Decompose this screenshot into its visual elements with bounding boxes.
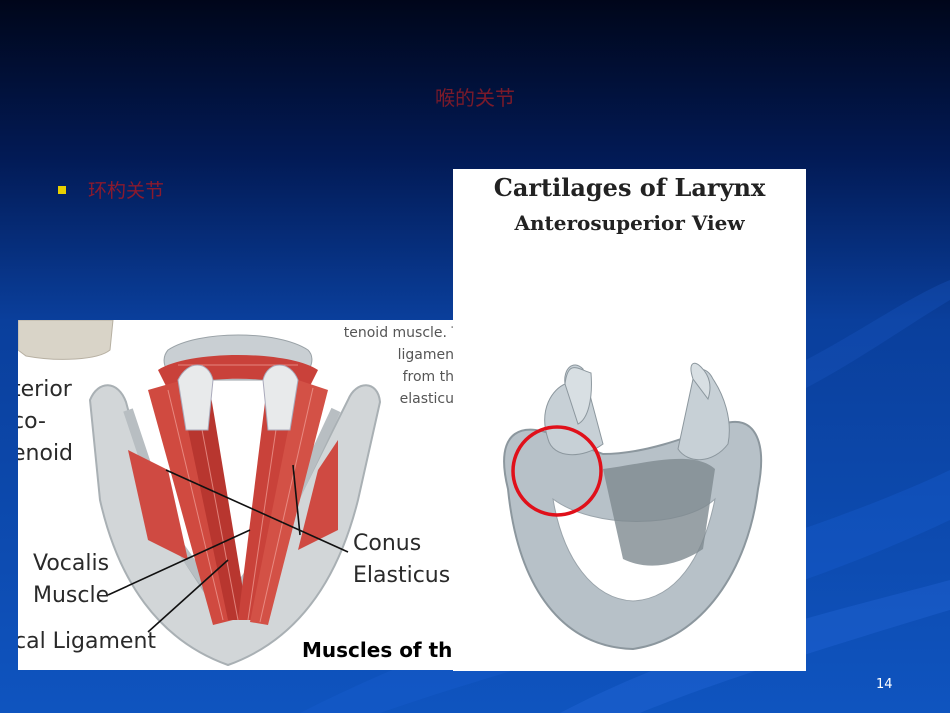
- label-vocalis-2: Muscle: [33, 583, 110, 608]
- label-note-4: elasticu: [399, 391, 454, 407]
- label-caption: Muscles of the: [302, 638, 454, 662]
- larynx-muscles-image: terior co- enoid Vocalis Muscle Conus El…: [18, 320, 454, 670]
- label-note-2: ligamen: [397, 347, 454, 363]
- cartilage-subtitle: Anterosuperior View: [514, 211, 745, 235]
- larynx-muscles-drawing: [18, 320, 382, 667]
- cartilage-drawing: [503, 362, 763, 651]
- label-posterior-2: co-: [18, 409, 46, 434]
- label-vocal-ligament: cal Ligament: [18, 629, 157, 654]
- slide-title: 喉的关节: [435, 86, 515, 110]
- label-conus-1: Conus: [353, 531, 422, 556]
- label-note-1: tenoid muscle. T: [343, 325, 454, 341]
- label-vocalis-1: Vocalis: [33, 551, 110, 576]
- label-conus-2: Elasticus: [353, 563, 451, 588]
- bullet-square-icon: [58, 185, 66, 194]
- larynx-cartilages-image: Cartilages of Larynx Anterosuperior View: [453, 169, 806, 671]
- label-posterior-1: terior: [18, 377, 72, 402]
- bullet-item: 环杓关节: [58, 176, 164, 203]
- page-number: 14: [876, 677, 893, 692]
- highlight-circle: [511, 425, 603, 517]
- label-posterior-3: enoid: [18, 441, 74, 466]
- bullet-text: 环杓关节: [88, 180, 165, 202]
- label-note-3: from th: [402, 369, 454, 385]
- cartilage-title: Cartilages of Larynx: [493, 173, 766, 202]
